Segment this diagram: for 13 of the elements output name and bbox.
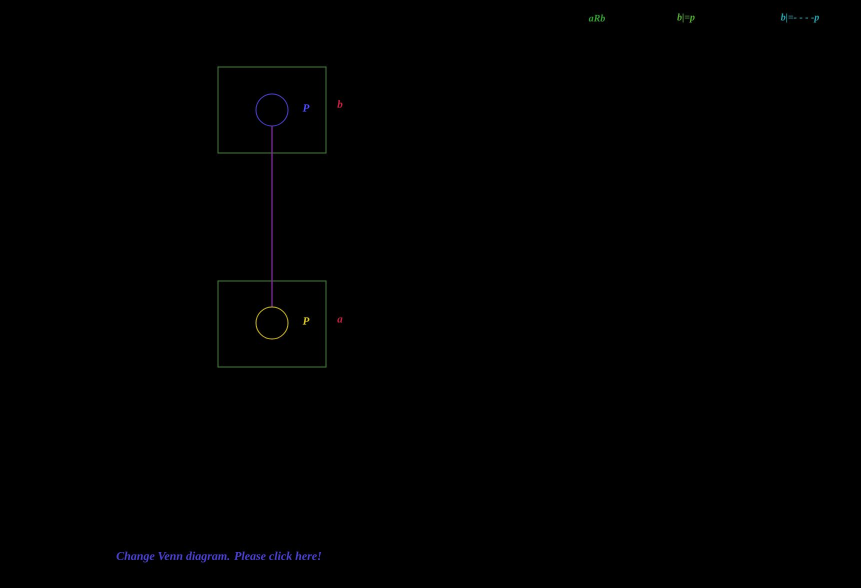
link-text: Change Venn diagram. Please click here! [116,552,322,562]
set-label: a [337,317,342,323]
set-label: P [302,104,310,112]
set-circle [256,94,288,126]
formula-label: aRb [588,14,606,22]
connector-line [271,126,273,306]
set-label: b [337,100,342,108]
set-circle [256,306,288,340]
formula-label: b|=- - - -p [780,13,819,23]
set-label: P [302,317,310,325]
set-frame [218,66,326,154]
formula-label: b|=p [677,13,695,23]
set-frame [218,280,326,368]
